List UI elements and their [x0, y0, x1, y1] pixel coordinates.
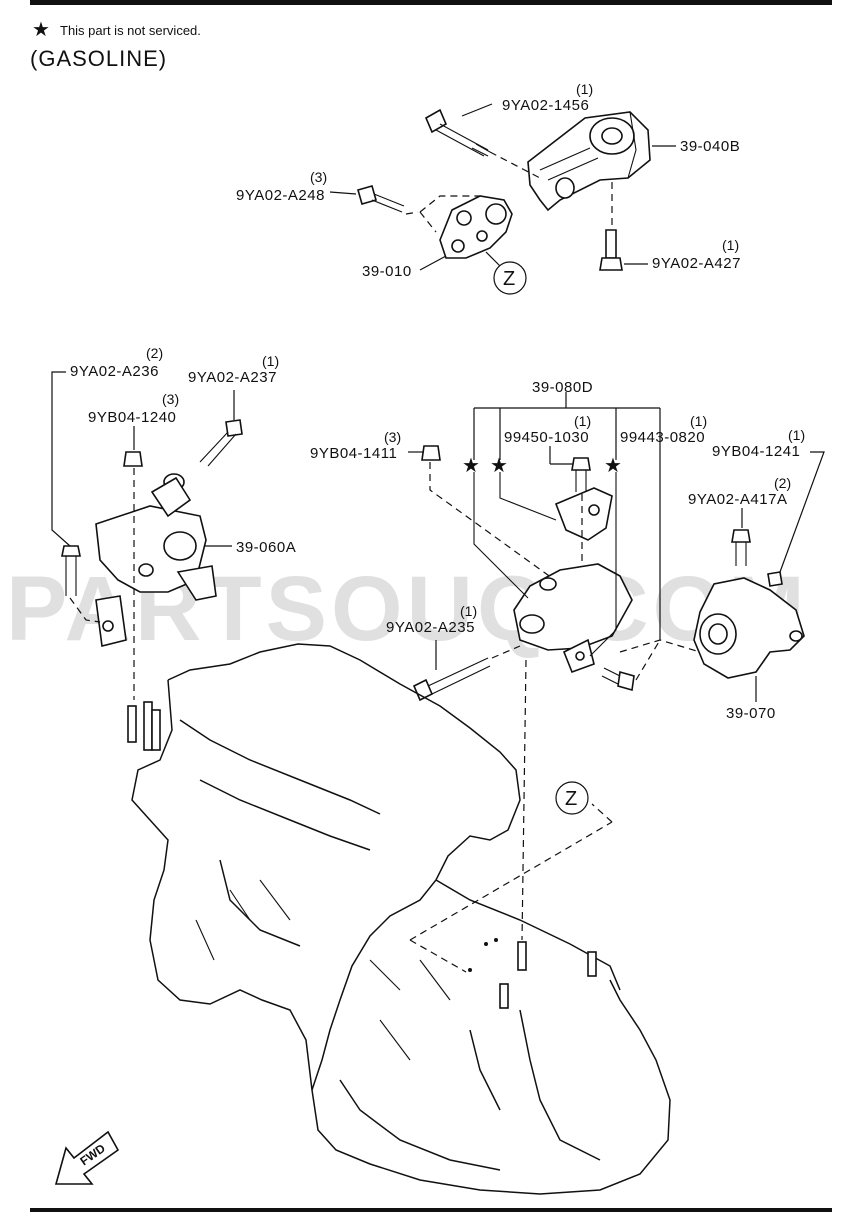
- svg-text:Z: Z: [565, 788, 577, 810]
- bolt-9ya02-a236[interactable]: [61, 545, 81, 596]
- dash-39-010: [405, 195, 480, 233]
- bolt-9ya02-a427[interactable]: [599, 229, 623, 271]
- leader-a248: [329, 191, 357, 195]
- leader-star3: [589, 472, 617, 657]
- qty-9ya02-a237: (1): [262, 353, 279, 369]
- bolt-9ya02-a237[interactable]: [199, 419, 243, 467]
- nut-9yb04-1240[interactable]: [123, 451, 143, 467]
- bolt-9ya02-1456[interactable]: [424, 108, 491, 157]
- leader-1456: [461, 103, 493, 117]
- dash-a236: [69, 597, 101, 623]
- label-9ya02-a417a: 9YA02-A417A: [688, 491, 787, 508]
- label-99443-0820: 99443-0820: [620, 429, 705, 446]
- bolt-9ya02-a417a[interactable]: [731, 529, 751, 566]
- view-z-marker-bottom: Z: [555, 781, 589, 815]
- view-z-marker-top: Z: [493, 261, 527, 295]
- qty-9ya02-a236: (2): [146, 345, 163, 361]
- qty-9yb04-1411: (3): [384, 429, 401, 445]
- bolt-99443-0820[interactable]: [601, 667, 635, 692]
- part-39-060a-mount[interactable]: [95, 473, 217, 647]
- part-39-070-mount[interactable]: [693, 577, 805, 679]
- qty-9ya02-a248: (3): [310, 169, 327, 185]
- label-9yb04-1411: 9YB04-1411: [310, 445, 397, 462]
- label-9ya02-a248: 9YA02-A248: [236, 187, 325, 204]
- dash-engine-center: [521, 659, 527, 941]
- leader-z-top: [485, 251, 501, 267]
- engine-block-outline: [131, 643, 671, 1195]
- qty-99450-1030: (1): [574, 413, 591, 429]
- bolt-9ya02-a248[interactable]: [357, 185, 405, 213]
- dash-1456: [489, 151, 541, 179]
- variant-label: (GASOLINE): [30, 46, 167, 71]
- part-39-010-bracket[interactable]: [439, 195, 513, 259]
- leader-1241: [779, 451, 825, 573]
- label-39-080d: 39-080D: [532, 379, 593, 396]
- top-rule: [30, 0, 832, 5]
- nut-9yb04-1241[interactable]: [767, 571, 783, 587]
- leader-39-010: [419, 255, 447, 271]
- star-marker-1: ★: [462, 455, 480, 477]
- star-symbol: ★: [32, 19, 50, 41]
- star-marker-2: ★: [490, 455, 508, 477]
- qty-9ya02-1456: (1): [576, 81, 593, 97]
- dash-a235: [491, 645, 521, 659]
- dash-39-070: [619, 639, 701, 653]
- svg-text:Z: Z: [503, 268, 515, 290]
- qty-9ya02-a235: (1): [460, 603, 477, 619]
- label-9yb04-1240: 9YB04-1240: [88, 409, 176, 426]
- label-9ya02-a427: 9YA02-A427: [652, 255, 741, 272]
- nut-9yb04-1411[interactable]: [421, 445, 441, 461]
- label-39-070: 39-070: [726, 705, 776, 722]
- label-9ya02-1456: 9YA02-1456: [502, 97, 589, 114]
- qty-9yb04-1240: (3): [162, 391, 179, 407]
- leader-star2: [499, 472, 557, 521]
- dash-0820: [635, 639, 661, 681]
- bolt-9ya02-a235[interactable]: [412, 657, 491, 702]
- label-39-060a: 39-060A: [236, 539, 296, 556]
- label-9ya02-a236: 9YA02-A236: [70, 363, 159, 380]
- part-39-040b-mount[interactable]: [527, 111, 651, 212]
- leader-star1: [473, 472, 529, 599]
- engine-studs-bottom: [468, 938, 597, 1009]
- qty-9ya02-a417a: (2): [774, 475, 791, 491]
- bracket-39-080d: [473, 392, 661, 640]
- label-39-040b: 39-040B: [680, 138, 740, 155]
- qty-9ya02-a427: (1): [722, 237, 739, 253]
- label-99450-1030: 99450-1030: [504, 429, 589, 446]
- label-39-010: 39-010: [362, 263, 412, 280]
- qty-99443-0820: (1): [690, 413, 707, 429]
- part-39-080d-mount[interactable]: [513, 487, 633, 674]
- z-view-outline: [409, 803, 613, 973]
- bottom-rule: [30, 1208, 832, 1212]
- label-9yb04-1241: 9YB04-1241: [712, 443, 800, 460]
- leader-a236: [51, 371, 71, 547]
- dash-1411: [429, 462, 553, 579]
- engine-studs-left: [127, 701, 161, 751]
- not-serviced-note: This part is not serviced.: [60, 23, 201, 38]
- label-9ya02-a235: 9YA02-A235: [386, 619, 475, 636]
- star-marker-3: ★: [604, 455, 622, 477]
- label-9ya02-a237: 9YA02-A237: [188, 369, 277, 386]
- fwd-arrow-icon: FWD: [54, 1130, 120, 1185]
- qty-9yb04-1241: (1): [788, 427, 805, 443]
- bolt-99450-1030[interactable]: [571, 457, 591, 492]
